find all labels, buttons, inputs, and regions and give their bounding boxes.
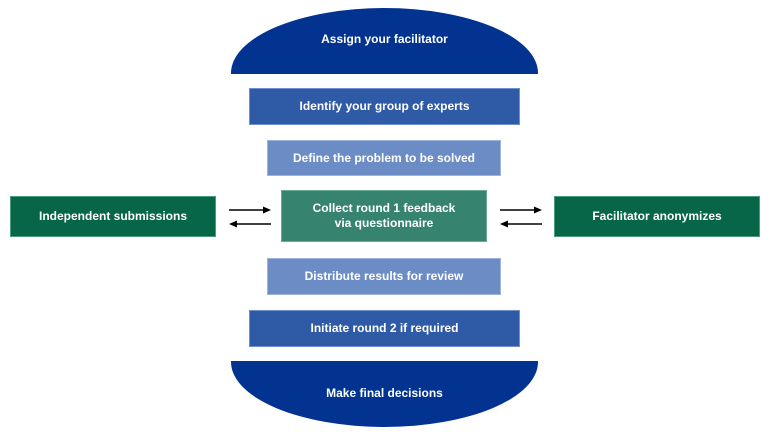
step-collect-feedback-line1: Collect round 1 feedback: [312, 201, 456, 215]
step-distribute-results: Distribute results for review: [267, 258, 501, 295]
step-collect-feedback-line2: via questionnaire: [334, 216, 434, 230]
side-independent-submissions-label: Independent submissions: [38, 209, 188, 223]
step-identify-experts-label: Identify your group of experts: [299, 99, 470, 113]
step-collect-round-1-feedback: Collect round 1 feedback via questionnai…: [281, 190, 487, 242]
end-cap-label: Make final decisions: [326, 386, 443, 400]
end-cap: Make final decisions: [231, 361, 538, 427]
step-distribute-results-label: Distribute results for review: [304, 269, 464, 283]
side-facilitator-anonymizes-label: Facilitator anonymizes: [592, 209, 722, 223]
step-identify-experts: Identify your group of experts: [249, 88, 520, 125]
start-cap: Assign your facilitator: [231, 8, 538, 74]
step-define-problem: Define the problem to be solved: [267, 140, 501, 176]
start-cap-label: Assign your facilitator: [321, 32, 448, 46]
step-initiate-round-2: Initiate round 2 if required: [249, 310, 520, 347]
side-independent-submissions: Independent submissions: [10, 196, 216, 237]
left-bidirectional-arrows-icon: [228, 205, 272, 229]
step-define-problem-label: Define the problem to be solved: [292, 150, 476, 165]
side-facilitator-anonymizes: Facilitator anonymizes: [554, 196, 760, 237]
right-bidirectional-arrows-icon: [499, 205, 543, 229]
step-initiate-round-2-label: Initiate round 2 if required: [310, 321, 459, 335]
